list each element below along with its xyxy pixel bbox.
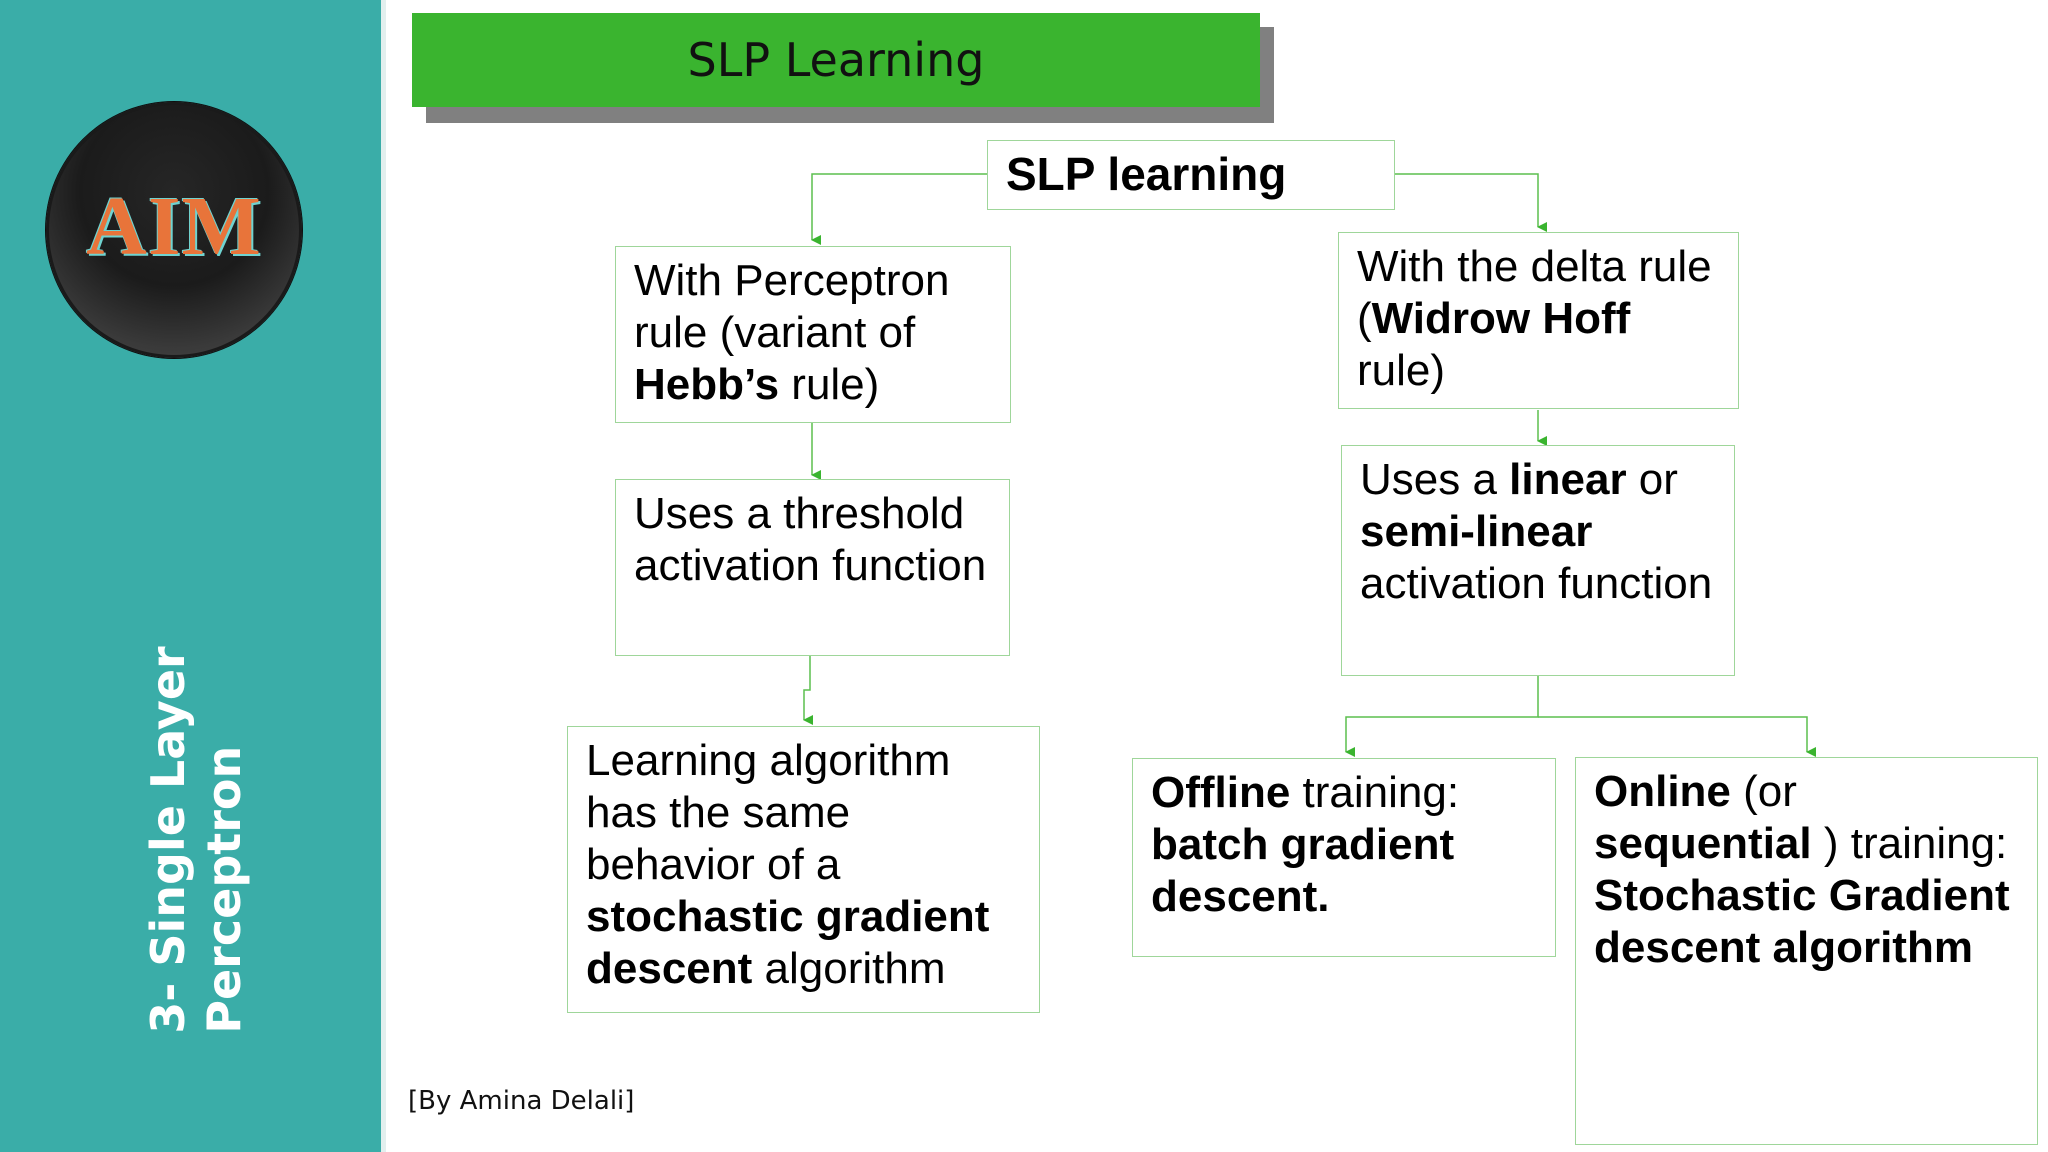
right-activation-node-text-3: semi-linear (1360, 507, 1593, 556)
left-algorithm-node-text-1: stochastic gradient descent (586, 892, 990, 993)
online-training-node-text-1: (or (1730, 767, 1797, 816)
online-training-node-text-0: Online (1594, 767, 1731, 816)
right-activation-node: Uses a linear or semi-linear activation … (1341, 445, 1735, 676)
right-activation-node-text-4: activation function (1360, 559, 1713, 608)
logo-lettering: AIM (86, 180, 262, 273)
connector-root-left (811, 173, 987, 245)
author-credit: [By Amina Delali] (408, 1086, 635, 1116)
online-training-node-text-4: Stochastic Gradient descent algorithm (1594, 871, 2010, 972)
left-algorithm-node-text-0: Learning algorithm has the same behavior… (586, 736, 951, 889)
left-algorithm-node: Learning algorithm has the same behavior… (567, 726, 1040, 1013)
right-activation-node-text-0: Uses a (1360, 455, 1510, 504)
root-node: SLP learning (987, 140, 1395, 210)
aim-logo: AIM (46, 102, 302, 358)
slide-title: SLP Learning (687, 33, 985, 87)
offline-training-node-text-0: Offline (1151, 768, 1291, 817)
left-rule-node-text-0: With Perceptron rule (variant of (634, 256, 950, 357)
connector-root-right (1395, 173, 1547, 232)
connector-right-split-online (1538, 716, 1816, 757)
right-rule-node: With the delta rule (Widrow Hoff rule) (1338, 232, 1739, 409)
right-rule-node-text-0: With the delta rule ( (1357, 242, 1712, 343)
left-algorithm-node-text-2: algorithm (752, 944, 946, 993)
left-rule-node-text-2: rule) (779, 360, 880, 409)
online-training-node-text-2: sequential (1594, 819, 1812, 868)
left-rule-node: With Perceptron rule (variant of Hebb’s … (615, 246, 1011, 423)
right-activation-node-text-1: linear (1509, 455, 1627, 504)
title-banner: SLP Learning (412, 13, 1260, 107)
right-activation-node-text-2: or (1626, 455, 1678, 504)
online-training-node-text-3: ) training: (1811, 819, 2008, 868)
connector-left-activation-algorithm (803, 656, 813, 725)
offline-training-node-text-2: batch gradient descent. (1151, 820, 1455, 921)
offline-training-node-text-1: training: (1290, 768, 1460, 817)
sidebar-divider (381, 0, 386, 1152)
online-training-node: Online (or sequential ) training: Stocha… (1575, 757, 2038, 1145)
left-activation-node-text-0: Uses a threshold activation function (634, 489, 987, 590)
left-activation-node: Uses a threshold activation function (615, 479, 1010, 656)
connector-right-split (1345, 676, 1539, 757)
right-rule-node-text-1: Widrow Hoff (1371, 294, 1631, 343)
right-rule-node-text-2: rule) (1357, 346, 1446, 395)
offline-training-node: Offline training: batch gradient descent… (1132, 758, 1556, 957)
left-rule-node-text-1: Hebb’s (634, 360, 780, 409)
